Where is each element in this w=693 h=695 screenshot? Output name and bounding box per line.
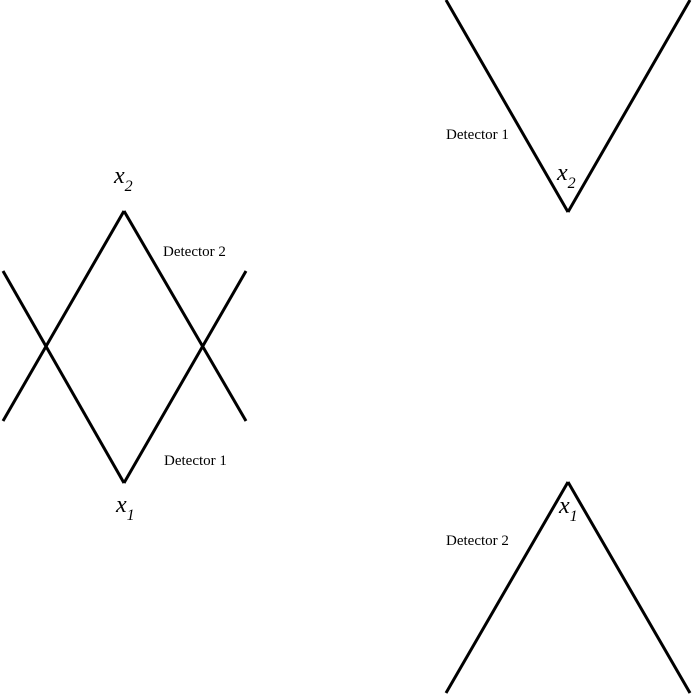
right-bottom-detector-2-label: Detector 2 (446, 533, 509, 549)
left-line-bottom-left-to-x2 (1, 210, 126, 422)
right-top-detector-1-label: Detector 1 (446, 127, 509, 143)
left-panel: x2 x1 Detector 2 Detector 1 (1, 163, 248, 524)
right-top-x2-label: x2 (556, 160, 576, 192)
left-line-x1-to-top-right (122, 270, 248, 484)
right-top-left-arm (444, 0, 570, 213)
left-line-x2-to-bottom-right (122, 210, 248, 422)
left-x1-label: x1 (115, 492, 135, 524)
left-x2-label: x2 (113, 163, 133, 195)
right-bottom-x1-label: x1 (558, 493, 578, 525)
right-top-panel: Detector 1 x2 (444, 0, 692, 213)
right-bottom-left-arm (444, 481, 570, 694)
right-bottom-right-arm (566, 481, 692, 694)
left-detector-1-label: Detector 1 (164, 453, 227, 469)
left-line-top-left-to-x1 (1, 270, 126, 484)
left-detector-2-label: Detector 2 (163, 244, 226, 260)
right-bottom-panel: x1 Detector 2 (444, 481, 692, 694)
right-top-right-arm (566, 0, 692, 213)
